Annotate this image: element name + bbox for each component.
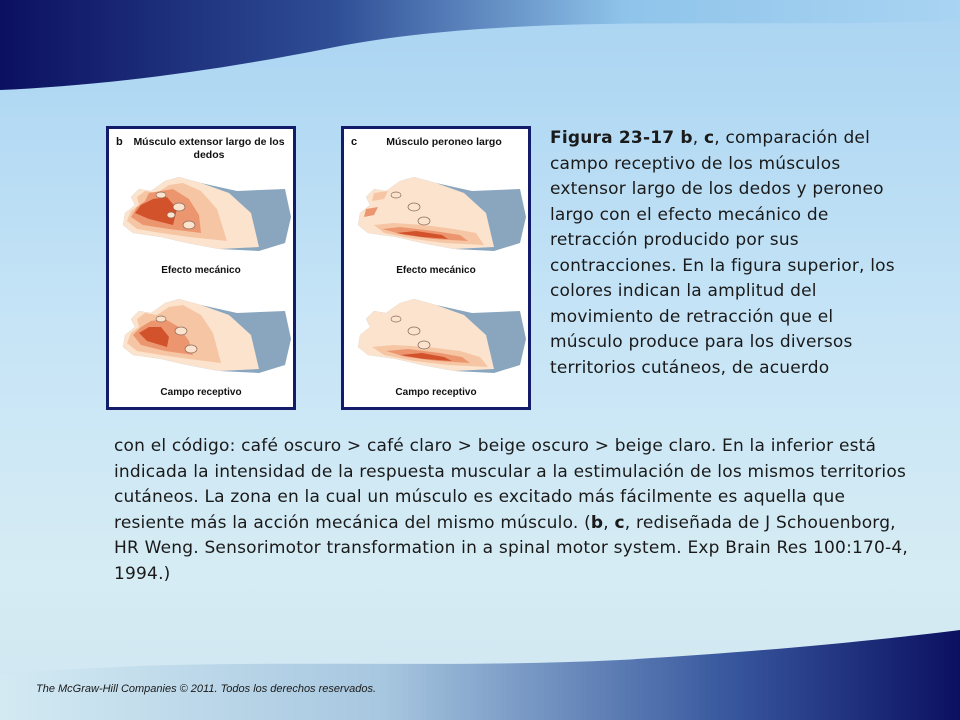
figure-caption-part-2: con el código: café oscuro > café claro …	[114, 434, 914, 587]
hindpaw-illustration-c	[358, 177, 526, 373]
panel-label-receptive-field-c: Campo receptivo	[395, 387, 477, 398]
reference-letter-b: b	[590, 512, 604, 533]
panel-title-b: Músculo extensor largo de los dedos	[133, 136, 285, 161]
figure-caption-part-1: Figura 23-17 b, c, comparación del campo…	[550, 126, 895, 381]
caption-text-full: con el código: café oscuro > café claro …	[114, 436, 907, 533]
panel-label-mechanical-effect-c: Efecto mecánico	[396, 265, 476, 276]
hindpaw-top-b	[123, 177, 291, 251]
panel-label-receptive-field-b: Campo receptivo	[160, 387, 242, 398]
reference-letter-c: c	[614, 512, 625, 533]
panel-title-c: Músculo peroneo largo	[386, 136, 502, 148]
figure-letter-c: c	[703, 128, 715, 148]
panel-letter-c: c	[351, 136, 358, 148]
panel-label-mechanical-effect-b: Efecto mecánico	[161, 265, 241, 276]
reference-letter-separator: ,	[603, 512, 615, 533]
hindpaw-bottom-c	[358, 299, 526, 373]
figure-letter-b: b	[680, 128, 693, 148]
bottom-decorative-band	[0, 630, 960, 720]
hindpaw-top-c	[358, 177, 526, 251]
hindpaw-bottom-b	[123, 299, 291, 373]
figure-panel-c: c Músculo peroneo largo Efecto mecánico …	[341, 126, 531, 410]
figure-panel-b: b Músculo extensor largo de los dedos Ef…	[106, 126, 296, 410]
caption-text-right: , comparación del campo receptivo de los…	[550, 128, 895, 378]
figure-label: Figura 23-17	[550, 128, 675, 148]
figure-letter-separator: ,	[692, 128, 704, 148]
panel-letter-b: b	[116, 136, 123, 148]
top-decorative-band	[0, 0, 960, 90]
caption-citation-text: , rediseñada de J Schouenborg, HR Weng. …	[114, 512, 908, 584]
hindpaw-illustration-b	[123, 177, 291, 373]
copyright-footer: The McGraw-Hill Companies © 2011. Todos …	[36, 683, 377, 695]
